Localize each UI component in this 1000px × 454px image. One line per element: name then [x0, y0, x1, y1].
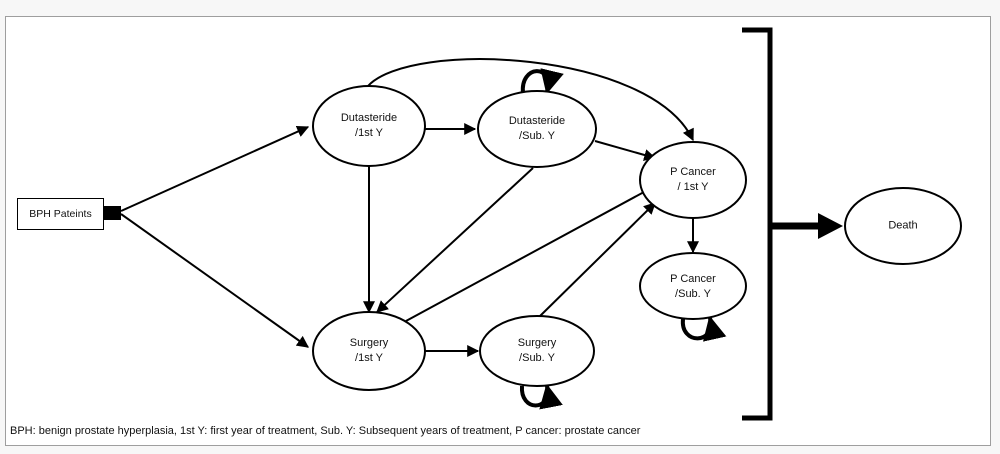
bph-connector — [104, 206, 121, 220]
node-surgery-sub — [479, 315, 595, 387]
edge-dutsub-to-pcancer — [594, 140, 657, 161]
node-dutasteride-sub — [477, 90, 597, 168]
node-pcancer-1st — [639, 141, 747, 219]
label-surgsub-line2: /Sub. Y — [519, 352, 555, 364]
edge-dut1-to-pcancer — [367, 58, 694, 142]
label-surgery-sub: Surgery /Sub. Y — [518, 336, 557, 366]
label-pcsub-line1: P Cancer — [670, 273, 716, 285]
absorbing-bracket — [742, 27, 773, 421]
label-dutasteride-sub: Dutasteride /Sub. Y — [509, 114, 565, 144]
edge-dutsub-to-surg1 — [376, 167, 534, 313]
label-death: Death — [888, 219, 918, 232]
label-surgery-1st: Surgery /1st Y — [350, 336, 389, 366]
label-dut1-line2: /1st Y — [355, 127, 383, 139]
edge-bph-to-surgery — [120, 213, 309, 348]
node-death — [844, 187, 962, 265]
label-dutasteride-1st: Dutasteride /1st Y — [341, 111, 397, 141]
label-surgsub-line1: Surgery — [517, 337, 557, 349]
label-dutsub-line2: /Sub. Y — [519, 130, 555, 142]
label-pc1-line2: / 1st Y — [677, 181, 709, 193]
node-dutasteride-1st — [312, 85, 426, 167]
edge-surgsub-to-pcancer — [537, 202, 656, 319]
arrow-to-death-head — [818, 213, 843, 239]
edge-bph-to-dutasteride — [120, 125, 310, 212]
self-loop-dutasteride-sub — [520, 68, 564, 95]
edge-surg1-to-pcancer — [405, 185, 657, 322]
label-pcsub-line2: /Sub. Y — [675, 288, 711, 300]
bph-label: BPH Pateints — [29, 208, 92, 220]
self-loop-pcancer-sub — [680, 315, 727, 342]
label-surg1-line1: Surgery — [349, 337, 389, 349]
node-surgery-1st — [312, 311, 426, 391]
label-pc1-line1: P Cancer — [670, 166, 716, 178]
label-dut1-line1: Dutasteride — [340, 112, 398, 124]
label-pcancer-sub: P Cancer /Sub. Y — [670, 272, 716, 302]
label-dutsub-line1: Dutasteride — [508, 115, 566, 127]
node-bph-patients: BPH Pateints — [17, 198, 104, 230]
node-pcancer-sub — [639, 252, 747, 320]
label-pcancer-1st: P Cancer / 1st Y — [670, 165, 716, 195]
label-surg1-line2: /1st Y — [355, 352, 383, 364]
diagram-caption: BPH: benign prostate hyperplasia, 1st Y:… — [10, 425, 641, 437]
self-loop-surgery-sub — [519, 383, 563, 410]
